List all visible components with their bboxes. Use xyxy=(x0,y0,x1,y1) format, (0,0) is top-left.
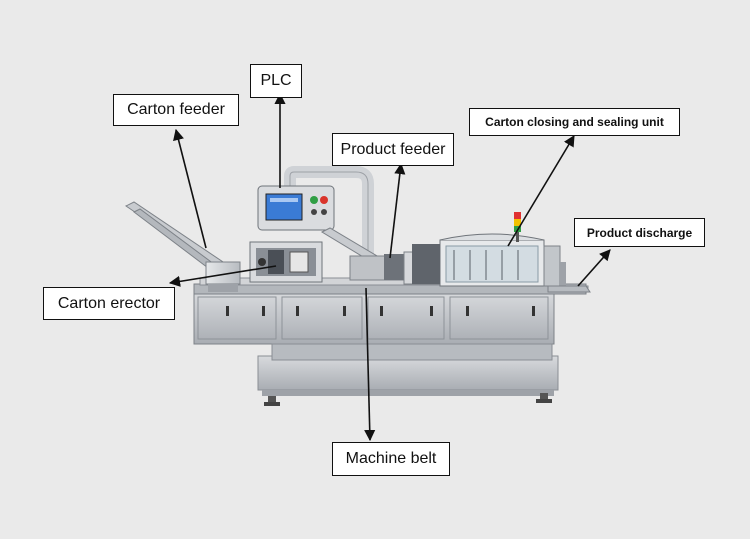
arrow-carton-closing xyxy=(507,135,575,247)
arrow-carton-feeder xyxy=(173,128,207,249)
machine-base xyxy=(257,355,559,406)
label-product-feeder: Product feeder xyxy=(332,133,454,166)
plc-column xyxy=(257,166,374,260)
arrow-product-feeder xyxy=(389,162,406,259)
label-carton-erector: Carton erector xyxy=(43,287,175,320)
machine-cabinet xyxy=(193,291,555,361)
carton-feeder-chute xyxy=(125,201,241,292)
product-discharge-tray xyxy=(547,262,591,293)
plc-stop-button-icon xyxy=(320,196,328,204)
arrow-carton-erector xyxy=(168,265,277,287)
plc-touchscreen-icon xyxy=(265,193,303,221)
carton-erector-unit xyxy=(249,241,323,283)
arrow-machine-belt xyxy=(364,287,376,442)
label-machine-belt: Machine belt xyxy=(332,442,450,476)
label-carton-closing: Carton closing and sealing unit xyxy=(469,108,680,136)
plc-start-button-icon xyxy=(310,196,318,204)
label-plc: PLC xyxy=(250,64,302,98)
arrow-product-discharge xyxy=(577,249,611,287)
leader-arrows xyxy=(168,92,611,442)
sealing-unit xyxy=(412,233,561,287)
label-carton-feeder: Carton feeder xyxy=(113,94,239,126)
label-product-discharge: Product discharge xyxy=(574,218,705,247)
